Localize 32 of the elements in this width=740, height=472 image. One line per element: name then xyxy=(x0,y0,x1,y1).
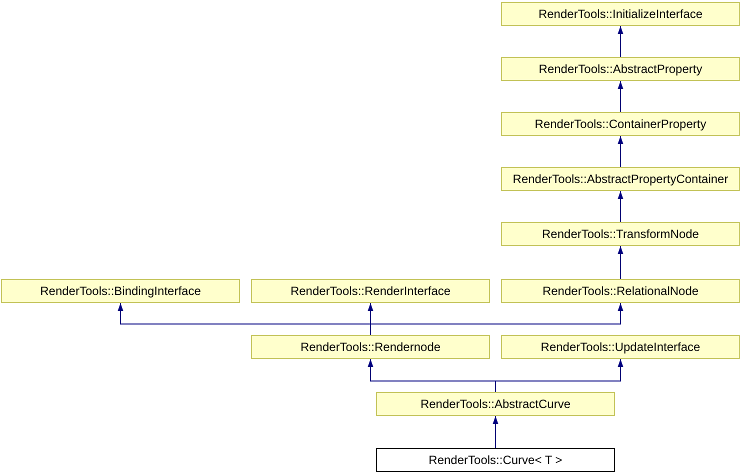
class-name: RenderTools::TransformNode xyxy=(542,227,699,241)
class-name: RenderTools::BindingInterface xyxy=(40,284,201,298)
inheritance-arrow xyxy=(618,190,624,222)
class-name: RenderTools::AbstractProperty xyxy=(538,62,702,76)
class-name: RenderTools::RelationalNode xyxy=(542,284,699,298)
class-name: RenderTools::RenderInterface xyxy=(290,284,451,298)
class-name: RenderTools::AbstractCurve xyxy=(420,397,571,411)
class-box xyxy=(251,279,490,303)
class-box xyxy=(1,279,240,303)
inheritance-arrow xyxy=(370,302,624,336)
class-box xyxy=(501,335,740,359)
inheritance-arrow xyxy=(618,246,624,280)
class-name: RenderTools::Curve< T > xyxy=(428,453,562,467)
class-box xyxy=(501,2,740,26)
inheritance-arrow xyxy=(495,358,624,392)
inheritance-arrow xyxy=(618,26,624,58)
class-box xyxy=(501,112,740,136)
class-box xyxy=(501,57,740,81)
class-name: RenderTools::UpdateInterface xyxy=(540,340,700,354)
class-name: RenderTools::Rendernode xyxy=(300,340,441,354)
class-name: RenderTools::ContainerProperty xyxy=(534,117,706,131)
class-box xyxy=(251,335,490,359)
class-box xyxy=(376,448,615,472)
class-box xyxy=(376,392,615,416)
inheritance-arrow xyxy=(618,136,624,168)
class-box xyxy=(501,279,740,303)
class-name: RenderTools::InitializeInterface xyxy=(538,7,703,21)
class-name: RenderTools::AbstractPropertyContainer xyxy=(512,172,728,186)
class-box xyxy=(501,222,740,246)
class-box xyxy=(501,167,740,191)
inheritance-arrow xyxy=(618,80,624,112)
inheritance-arrow xyxy=(492,416,498,448)
